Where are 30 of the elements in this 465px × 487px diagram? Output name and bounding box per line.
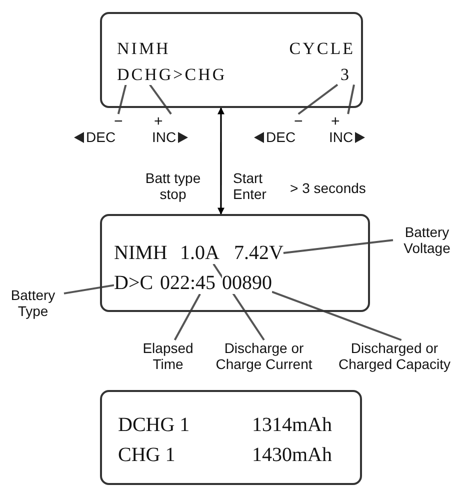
button-sign: + <box>331 114 341 129</box>
lcd-screen <box>100 214 370 312</box>
leader-line <box>347 84 355 114</box>
screen-text: 00890 <box>222 272 272 294</box>
callout-label: Elapsed Time <box>134 340 202 372</box>
button-sign: − <box>294 114 303 129</box>
annotation-text: Start Enter <box>233 170 268 202</box>
callout-label: Battery Voltage <box>393 224 461 256</box>
double-arrow <box>217 107 224 215</box>
leader-line <box>298 84 338 115</box>
button-label: INC <box>329 129 354 146</box>
leader-line <box>272 290 402 341</box>
screen-text: DCHG>CHG <box>117 66 227 85</box>
leader-line <box>117 84 127 114</box>
annotation-text: Batt type stop <box>144 170 202 202</box>
lcd-screen <box>100 390 362 485</box>
button-label: DEC <box>86 129 116 146</box>
callout-label: Battery Type <box>2 287 64 320</box>
annotation-text: > 3 seconds <box>290 180 367 196</box>
leader-line <box>283 239 394 254</box>
leader-line <box>174 294 201 340</box>
button-sign: − <box>114 114 123 129</box>
button-label: INC <box>152 129 176 146</box>
button-label: DEC <box>266 129 296 146</box>
leader-line <box>64 284 114 294</box>
leader-line <box>149 84 172 115</box>
callout-label: Discharge or Charge Current <box>204 340 324 372</box>
lcd-screen <box>100 12 363 108</box>
button-sign: + <box>154 114 164 129</box>
callout-label: Discharged or Charged Capacity <box>326 340 463 372</box>
